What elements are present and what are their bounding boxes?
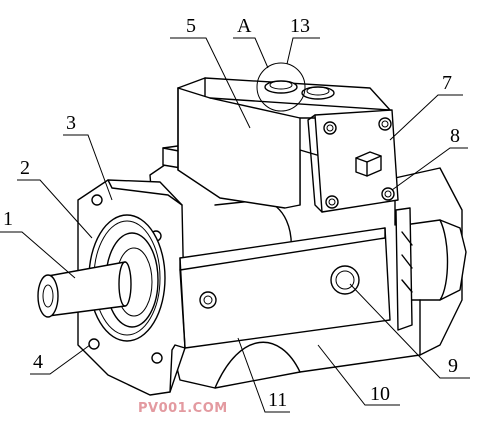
leader-9 (349, 283, 470, 379)
leader-13 (286, 37, 320, 65)
label-11: 11 (268, 389, 287, 411)
label-9: 9 (448, 355, 458, 377)
label-2: 2 (20, 157, 30, 179)
leader-11 (237, 337, 290, 413)
end-cover-plate (307, 109, 399, 213)
label-4: 4 (33, 351, 43, 373)
label-3: 3 (66, 112, 76, 134)
leader-7 (389, 94, 463, 141)
label-7: 7 (442, 72, 452, 94)
callout-labels: 1 2 3 4 5 A 13 7 8 9 10 11 (3, 15, 460, 411)
label-10: 10 (370, 383, 390, 405)
drive-shaft (37, 261, 132, 318)
leader-8 (391, 147, 468, 191)
top-ports (256, 62, 335, 112)
lower-housing (214, 299, 421, 389)
leader-4 (30, 344, 91, 375)
label-a: A (237, 15, 252, 37)
leader-5 (170, 37, 251, 129)
watermark: PV001.COM (138, 401, 228, 416)
label-13: 13 (290, 15, 310, 37)
leader-10 (317, 344, 400, 406)
label-1: 1 (3, 208, 13, 230)
control-housing (177, 77, 391, 209)
leader-A (233, 37, 269, 69)
label-5: 5 (186, 15, 196, 37)
side-plate (179, 227, 391, 349)
right-fitting (395, 207, 467, 331)
leader-lines (0, 37, 470, 413)
label-8: 8 (450, 125, 460, 147)
leader-1 (0, 231, 76, 279)
leader-3 (63, 134, 113, 201)
leader-2 (17, 179, 93, 239)
detail-circle-a (256, 62, 306, 112)
